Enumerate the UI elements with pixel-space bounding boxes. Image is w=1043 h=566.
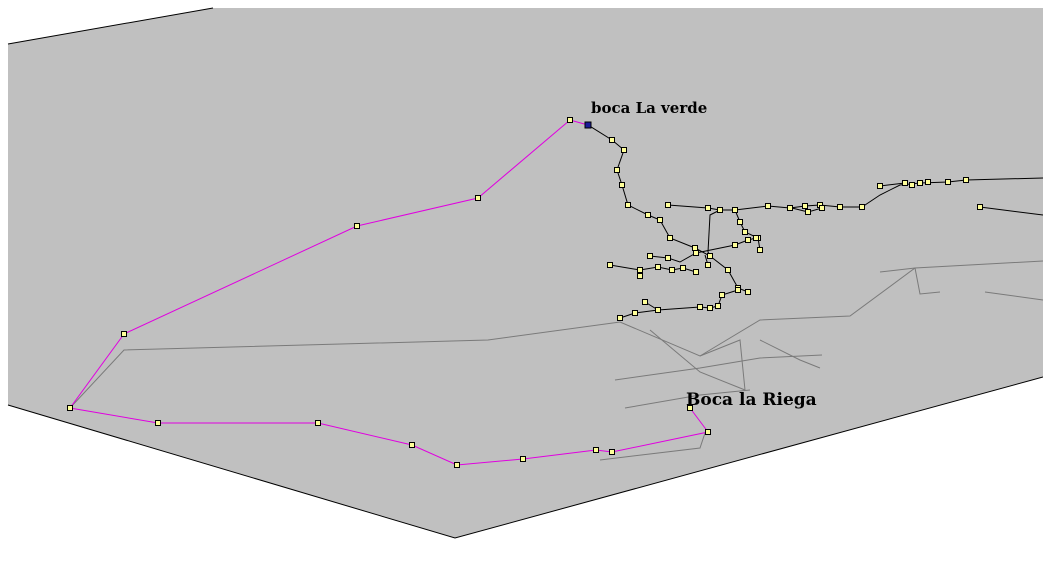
cave-passage <box>979 206 1043 216</box>
station-square-icon[interactable] <box>697 304 703 310</box>
station-square-icon[interactable] <box>802 203 808 209</box>
station-square-icon[interactable] <box>719 292 725 298</box>
surface-line <box>599 429 707 461</box>
surface-line <box>649 329 746 391</box>
station-square-icon[interactable] <box>925 179 931 185</box>
station-square-icon[interactable] <box>680 265 686 271</box>
station-square-icon[interactable] <box>593 447 599 453</box>
station-square-icon[interactable] <box>625 202 631 208</box>
station-square-icon[interactable] <box>607 262 613 268</box>
station-square-icon[interactable] <box>725 267 731 273</box>
station-square-icon[interactable] <box>745 289 751 295</box>
cave-passage <box>695 237 757 254</box>
station-square-icon[interactable] <box>902 180 908 186</box>
station-square-icon[interactable] <box>665 202 671 208</box>
station-square-icon[interactable] <box>475 195 481 201</box>
station-square-icon[interactable] <box>742 229 748 235</box>
station-square-icon[interactable] <box>963 177 969 183</box>
station-square-icon[interactable] <box>632 310 638 316</box>
station-square-icon[interactable] <box>692 245 698 251</box>
station-square-icon[interactable] <box>917 180 923 186</box>
surface-line <box>984 291 1043 301</box>
station-square-icon[interactable] <box>614 167 620 173</box>
station-square-icon[interactable] <box>765 203 771 209</box>
station-square-icon[interactable] <box>617 315 623 321</box>
station-square-icon[interactable] <box>609 449 615 455</box>
station-square-icon[interactable] <box>642 299 648 305</box>
station-square-icon[interactable] <box>409 442 415 448</box>
station-square-icon[interactable] <box>665 255 671 261</box>
station-square-icon[interactable] <box>859 204 865 210</box>
station-square-icon[interactable] <box>705 429 711 435</box>
station-square-icon[interactable] <box>805 209 811 215</box>
station-square-icon[interactable] <box>693 269 699 275</box>
station-square-icon[interactable] <box>155 420 161 426</box>
station-square-icon[interactable] <box>657 217 663 223</box>
station-square-icon[interactable] <box>977 204 983 210</box>
surface-line <box>699 339 746 391</box>
station-square-icon[interactable] <box>567 117 573 123</box>
station-square-icon[interactable] <box>715 303 721 309</box>
station-square-icon[interactable] <box>315 420 321 426</box>
station-square-icon[interactable] <box>621 147 627 153</box>
surface-line <box>914 267 941 295</box>
station-square-icon[interactable] <box>735 287 741 293</box>
station-square-icon[interactable] <box>645 212 651 218</box>
cave-passage <box>879 182 906 187</box>
ground-plane-edge <box>7 7 214 45</box>
surface-line <box>759 339 821 369</box>
station-square-icon[interactable] <box>745 237 751 243</box>
station-square-icon[interactable] <box>707 305 713 311</box>
station-square-icon[interactable] <box>67 405 73 411</box>
station-square-icon[interactable] <box>877 183 883 189</box>
station-square-icon[interactable] <box>520 456 526 462</box>
station-square-icon[interactable] <box>454 462 460 468</box>
station-square-icon[interactable] <box>737 219 743 225</box>
station-square-icon[interactable] <box>354 223 360 229</box>
station-square-icon[interactable] <box>819 205 825 211</box>
station-square-icon[interactable] <box>647 253 653 259</box>
station-square-icon[interactable] <box>787 205 793 211</box>
station-square-icon[interactable] <box>753 235 759 241</box>
station-square-icon[interactable] <box>732 242 738 248</box>
station-square-icon[interactable] <box>669 267 675 273</box>
entrance-marker-icon[interactable] <box>584 121 592 129</box>
station-square-icon[interactable] <box>757 247 763 253</box>
surface-line <box>879 267 916 273</box>
surface-line <box>614 354 823 381</box>
station-square-icon[interactable] <box>637 267 643 273</box>
surface-lines <box>69 260 1043 461</box>
station-square-icon[interactable] <box>837 204 843 210</box>
station-square-icon[interactable] <box>687 405 693 411</box>
label-boca-la-verde: boca La verde <box>591 99 707 117</box>
station-square-icon[interactable] <box>909 182 915 188</box>
station-square-icon[interactable] <box>121 331 127 337</box>
station-square-icon[interactable] <box>655 264 661 270</box>
station-square-icon[interactable] <box>667 235 673 241</box>
station-square-icon[interactable] <box>637 273 643 279</box>
surface-line <box>624 389 751 409</box>
station-square-icon[interactable] <box>705 262 711 268</box>
station-square-icon[interactable] <box>717 207 723 213</box>
station-square-icon[interactable] <box>705 205 711 211</box>
survey-stations <box>67 117 983 468</box>
station-square-icon[interactable] <box>609 137 615 143</box>
station-square-icon[interactable] <box>707 253 713 259</box>
ground-plane <box>8 8 1043 538</box>
station-square-icon[interactable] <box>732 207 738 213</box>
station-square-icon[interactable] <box>693 250 699 256</box>
station-square-icon[interactable] <box>945 179 951 185</box>
ground-plane-edge-bottom <box>7 376 1043 539</box>
station-square-icon[interactable] <box>655 307 661 313</box>
station-square-icon[interactable] <box>619 182 625 188</box>
label-boca-la-riega: Boca la Riega <box>686 390 817 410</box>
cave-passage <box>649 252 697 263</box>
